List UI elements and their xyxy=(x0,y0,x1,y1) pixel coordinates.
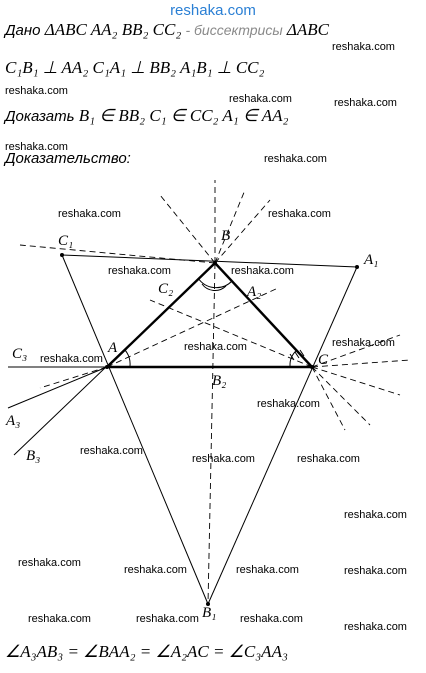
point-b1 xyxy=(206,602,210,606)
point-c xyxy=(310,365,314,369)
given-statement: ΔABC AA₂ BB₂ CC₂ xyxy=(44,20,182,39)
perpendiculars-line: C₁B₁ ⊥ AA₂ C₁A₁ ⊥ BB₂ A₁B₁ ⊥ CC₂ xyxy=(5,58,265,77)
watermark: reshaka.com xyxy=(264,153,327,165)
watermark: reshaka.com xyxy=(58,208,121,220)
watermark: reshaka.com xyxy=(297,453,360,465)
side-bc xyxy=(214,262,313,368)
prove-line: Доказать B₁ ∈ BB₂ C₁ ∈ CC₂ A₁ ∈ AA₂ xyxy=(5,106,288,126)
angle-ticks-c xyxy=(289,349,305,361)
proof-heading: Доказательство: xyxy=(5,148,131,168)
point-a1 xyxy=(355,265,359,269)
label-a1: A₁ xyxy=(363,252,378,268)
watermark: reshaka.com xyxy=(236,564,299,576)
label-b2: B₂ xyxy=(212,373,226,389)
point-b xyxy=(213,261,217,265)
ray-c-right xyxy=(311,359,411,368)
label-b3: B₃ xyxy=(26,448,40,464)
side-ab xyxy=(106,262,216,368)
ray-b-far-left xyxy=(19,244,216,264)
watermark: reshaka.com xyxy=(124,564,187,576)
given-label: Дано xyxy=(5,22,41,39)
watermark: reshaka.com xyxy=(184,341,247,353)
ray-b-left xyxy=(159,194,216,264)
label-b1: B₁ xyxy=(202,605,216,621)
watermark: reshaka.com xyxy=(334,97,397,109)
ray-c-down xyxy=(311,366,401,396)
point-a xyxy=(105,365,109,369)
angle-mark-b-inner xyxy=(201,283,227,291)
watermark: reshaka.com xyxy=(257,398,320,410)
watermark: reshaka.com xyxy=(5,85,68,97)
watermark: reshaka.com xyxy=(332,41,395,53)
point-c1 xyxy=(60,253,64,257)
prove-statement: B₁ ∈ BB₂ C₁ ∈ CC₂ A₁ ∈ AA₂ xyxy=(78,106,289,125)
label-a2: A₂ xyxy=(246,284,261,300)
given-line: Дано ΔABC AA₂ BB₂ CC₂ - биссектрисы ΔABC xyxy=(5,20,329,40)
ray-b-right xyxy=(214,199,271,264)
watermark: reshaka.com xyxy=(18,557,81,569)
watermark: reshaka.com xyxy=(28,613,91,625)
side-a1-b1 xyxy=(207,266,358,605)
line-b3-a xyxy=(13,343,131,456)
bisector-aa2 xyxy=(106,287,279,368)
given-note: - биссектрисы xyxy=(185,22,283,38)
watermark: reshaka.com xyxy=(5,141,68,153)
side-c1-b1 xyxy=(61,254,209,605)
bisector-bb2 xyxy=(207,262,216,605)
watermark: reshaka.com xyxy=(231,265,294,277)
watermark: reshaka.com xyxy=(344,509,407,521)
watermark: reshaka.com xyxy=(108,265,171,277)
watermark: reshaka.com xyxy=(240,613,303,625)
proof-label: Доказательство: xyxy=(5,150,131,167)
watermark: reshaka.com xyxy=(80,445,143,457)
final-equation: ∠A₃AB₃ = ∠BAA₂ = ∠A₂AC = ∠C₃AA₃ xyxy=(5,642,288,661)
given-triangle: ΔABC xyxy=(286,20,329,39)
label-c2: C₂ xyxy=(158,281,173,297)
label-a3: A₃ xyxy=(5,413,20,429)
site-title[interactable]: reshaka.com xyxy=(170,2,256,19)
watermark: reshaka.com xyxy=(268,208,331,220)
watermark: reshaka.com xyxy=(136,613,199,625)
watermark: reshaka.com xyxy=(229,93,292,105)
ray-b-right2 xyxy=(214,189,246,264)
watermark: reshaka.com xyxy=(344,565,407,577)
watermark: reshaka.com xyxy=(344,621,407,633)
watermark: reshaka.com xyxy=(192,453,255,465)
line-a3-a xyxy=(7,366,108,409)
side-c1-a1 xyxy=(61,254,358,268)
label-c3: C₃ xyxy=(12,346,27,362)
label-b: B xyxy=(221,228,230,244)
label-c1: C₁ xyxy=(58,233,73,249)
watermark: reshaka.com xyxy=(332,337,395,349)
prove-label: Доказать xyxy=(5,108,75,125)
ray-c-down2 xyxy=(311,366,371,426)
angle-mark-b xyxy=(197,277,233,289)
ray-c-up xyxy=(311,334,401,368)
ray-c-down3 xyxy=(311,366,346,431)
label-c: C xyxy=(318,352,329,368)
angle-mark-a xyxy=(124,349,131,367)
bisector-cc2 xyxy=(149,299,313,368)
angle-mark-c xyxy=(289,349,298,367)
label-a: A xyxy=(107,340,118,356)
ray-a-ext xyxy=(39,366,108,389)
watermark: reshaka.com xyxy=(40,353,103,365)
